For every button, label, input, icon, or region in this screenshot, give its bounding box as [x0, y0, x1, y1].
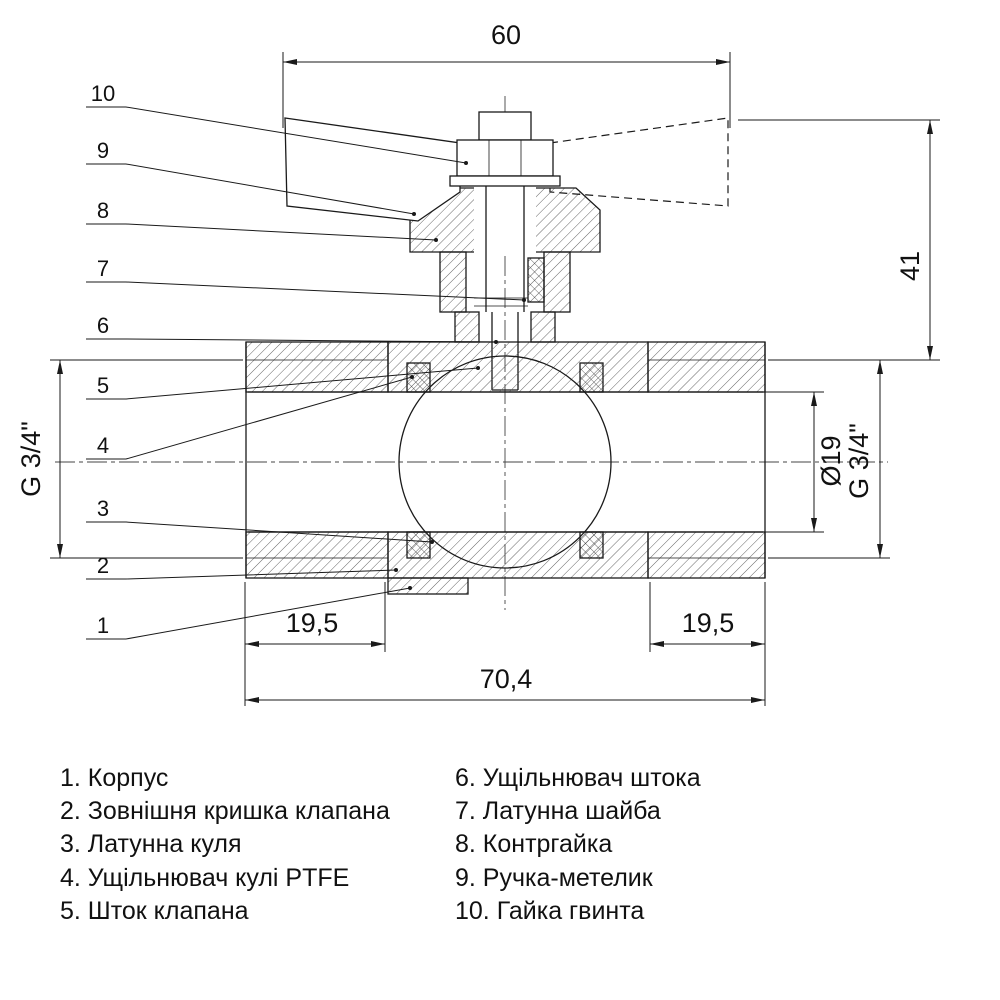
stem-top — [478, 111, 532, 141]
part-item-4: 4. Ущільнювач кулі PTFE — [60, 863, 350, 892]
ptfe-seal-bottom-right — [579, 531, 604, 559]
dim-handle-width: 60 — [282, 20, 731, 128]
brass-ball — [398, 355, 612, 569]
callout-4: 4 — [97, 433, 109, 458]
part-item-5: 5. Шток клапана — [60, 896, 249, 925]
body-right-port — [647, 341, 766, 579]
screw-nut — [456, 139, 554, 177]
part-item-3: 3. Латунна куля — [60, 830, 242, 859]
part-item-10: 10. Гайка гвинта — [455, 896, 645, 925]
part-item-2: 2. Зовнішня кришка клапана — [60, 797, 390, 826]
callout-2: 2 — [97, 553, 109, 578]
dim-g34-right-label: G 3/4" — [844, 423, 874, 499]
body-left-port — [245, 341, 389, 579]
dim-lengths: 19,5 19,5 70,4 — [244, 582, 766, 706]
dim-height: 41 — [738, 119, 940, 361]
locknut-left — [439, 251, 467, 313]
body-bottom-step — [387, 577, 469, 595]
bonnet-lower — [439, 251, 571, 343]
valve-section-drawing: 60 41 G 3/4" Ø19 G 3/4" 19,5 19,5 70,4 1… — [16, 20, 940, 706]
valve-stem — [485, 186, 525, 312]
dim-d19-label: Ø19 — [816, 435, 846, 486]
body-boss-right — [530, 311, 556, 343]
callouts: 10 9 8 7 6 5 4 3 2 1 — [86, 81, 526, 640]
dim-thread-right: G 3/4" — [768, 360, 890, 559]
stem-seal — [527, 257, 545, 303]
dim-195-left-label: 19,5 — [286, 608, 339, 638]
butterfly-handle — [284, 117, 729, 222]
body-boss-left — [454, 311, 480, 343]
dim-195-right-label: 19,5 — [682, 608, 735, 638]
callout-5: 5 — [97, 373, 109, 398]
callout-10: 10 — [91, 81, 115, 106]
callout-9: 9 — [97, 138, 109, 163]
part-item-8: 8. Контргайка — [455, 830, 613, 859]
ptfe-seal-bottom-left — [406, 531, 431, 559]
callout-7: 7 — [97, 256, 109, 281]
handle-wing-left — [284, 117, 461, 222]
dim-41-label: 41 — [895, 251, 925, 281]
callout-1: 1 — [97, 613, 109, 638]
ptfe-seal-top-left — [406, 362, 431, 393]
callout-6: 6 — [97, 313, 109, 338]
part-item-6: 6. Ущільнювач штока — [455, 764, 701, 792]
part-item-1: 1. Корпус — [60, 764, 169, 792]
handle-washer — [449, 175, 561, 187]
ptfe-seal-top-right — [579, 362, 604, 393]
parts-column-right: 6. Ущільнювач штока 7. Латунна шайба 8. … — [455, 762, 701, 928]
stem-assembly — [449, 111, 561, 391]
dim-704-label: 70,4 — [480, 664, 533, 694]
parts-column-left: 1. Корпус 2. Зовнішня кришка клапана 3. … — [60, 762, 455, 928]
bonnet-dome — [409, 184, 601, 254]
callout-3: 3 — [97, 496, 109, 521]
part-item-9: 9. Ручка-метелик — [455, 863, 653, 892]
parts-list: 1. Корпус 2. Зовнішня кришка клапана 3. … — [60, 762, 701, 928]
part-item-7: 7. Латунна шайба — [455, 797, 661, 826]
dim-g34-left-label: G 3/4" — [16, 421, 46, 497]
dim-bore: Ø19 — [612, 391, 846, 533]
dim-60-label: 60 — [491, 20, 521, 50]
locknut-right — [543, 251, 571, 313]
dim-thread-left: G 3/4" — [16, 359, 243, 559]
body-center — [248, 341, 763, 595]
callout-8: 8 — [97, 198, 109, 223]
